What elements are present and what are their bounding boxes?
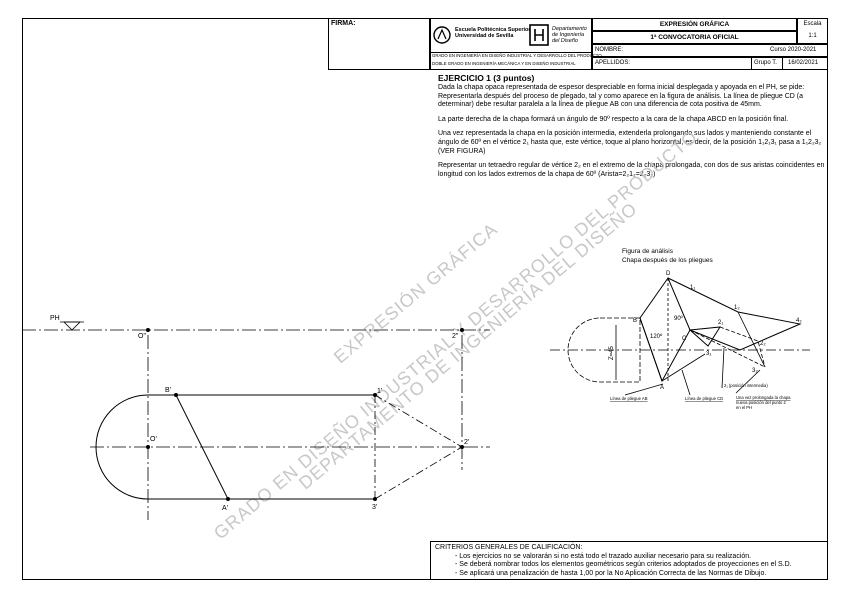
call-title: 1ª CONVOCATORIA OFICIAL [650,34,739,41]
label-3-prime: 3' [372,504,377,511]
label-o-top: O" [138,333,146,340]
exercise-title: EJERCICIO 1 (3 puntos) [438,73,535,83]
analysis-angle-90: 90º [674,315,684,322]
label-2-top: 2" [452,333,459,340]
analysis-point-d: D [666,271,671,277]
date-text: 16/02/2021 [788,60,819,66]
label-extended-3: en el PH [736,405,752,410]
surname-label: APELLIDOS: [595,60,631,66]
surname-box [592,57,828,70]
analysis-point-a: A [660,385,664,391]
name-box [592,44,828,57]
analysis-point-3-2: 3₂ [752,368,758,374]
criteria-item-1: - Los ejercicios no se valorarán si no e… [455,552,752,560]
label-ph: PH [50,315,60,322]
label-2-prime: 2' [464,439,469,446]
label-o-prime: O' [150,436,157,443]
label-extended-2: nueva posición del punto 2 [736,400,786,405]
analysis-title-1: Figura de análisis [622,248,674,255]
name-label: NOMBRE: [595,47,624,53]
exercise-statement: EJERCICIO 1 (3 puntos) Dada la chapa opa… [438,73,828,185]
label-intermediate: 2₁ (posición intermedia) [724,383,768,388]
subject-box [592,18,797,31]
criteria-item-2: - Se deberá nombrar todos los elementos … [455,561,792,568]
call-box [592,31,797,44]
exercise-paragraph-3: Una vez representada la chapa en la posi… [438,130,822,155]
label-fold-cd: Línea de pliegue CD [685,396,723,401]
analysis-point-1-2: 1₂ [734,305,740,311]
analysis-z-label: Z=45 [609,345,615,360]
department-logo-icon [529,24,549,46]
exercise-paragraph-2: La parte derecha de la chapa formará un … [438,115,789,123]
degree-box [430,52,592,70]
analysis-point-b: B [633,318,637,324]
ph-symbol-icon [63,321,81,331]
label-1-prime: 1' [377,388,382,395]
label-fold-ab: Línea de pliegue AB [610,396,648,401]
signature-label: FIRMA: [331,20,356,27]
scale-value: 1:1 [808,33,817,39]
exercise-paragraph-4: Representar un tetraedro regular de vért… [438,162,825,178]
degree-text: GRADO EN INGENIERÍA EN DISEÑO INDUSTRIAL… [432,53,602,66]
subject-title: EXPRESIÓN GRÁFICA [659,21,730,28]
analysis-point-3-1: 3₁ [706,351,711,357]
grading-criteria: CRITERIOS GENERALES DE CALIFICACIÓN: - L… [430,541,828,580]
label-b-prime: B' [165,387,171,394]
criteria-title: CRITERIOS GENERALES DE CALIFICACIÓN: [435,544,583,551]
analysis-figure [550,276,810,396]
group-label: Grupo T. [754,60,777,66]
analysis-point-2-1: 2₁ [718,320,723,326]
label-extended-1: Una vez prolongada la chapa [736,395,791,400]
course-text: Curso 2020-2021 [770,47,817,53]
analysis-point-4-2: 4₂ [796,318,802,324]
criteria-item-3: - Se aplicará una penalización de hasta … [455,569,767,577]
face-abcd [639,276,691,383]
scale-box [797,18,828,44]
scale-label: Escala [803,21,822,27]
analysis-point-c: C [682,336,687,342]
analysis-angle-120: 120º [650,333,663,340]
analysis-point-2-2: 2₂ [760,341,766,347]
signature-box [328,18,430,70]
label-a-prime: A' [222,505,228,512]
university-logo-icon [433,26,451,44]
analysis-title-2: Chapa después de los pliegues [622,257,713,264]
analysis-point-1-1: 1₁ [690,285,695,291]
group-box [751,57,783,70]
exercise-paragraph-1: Dada la chapa opaca representada de espe… [438,84,805,109]
